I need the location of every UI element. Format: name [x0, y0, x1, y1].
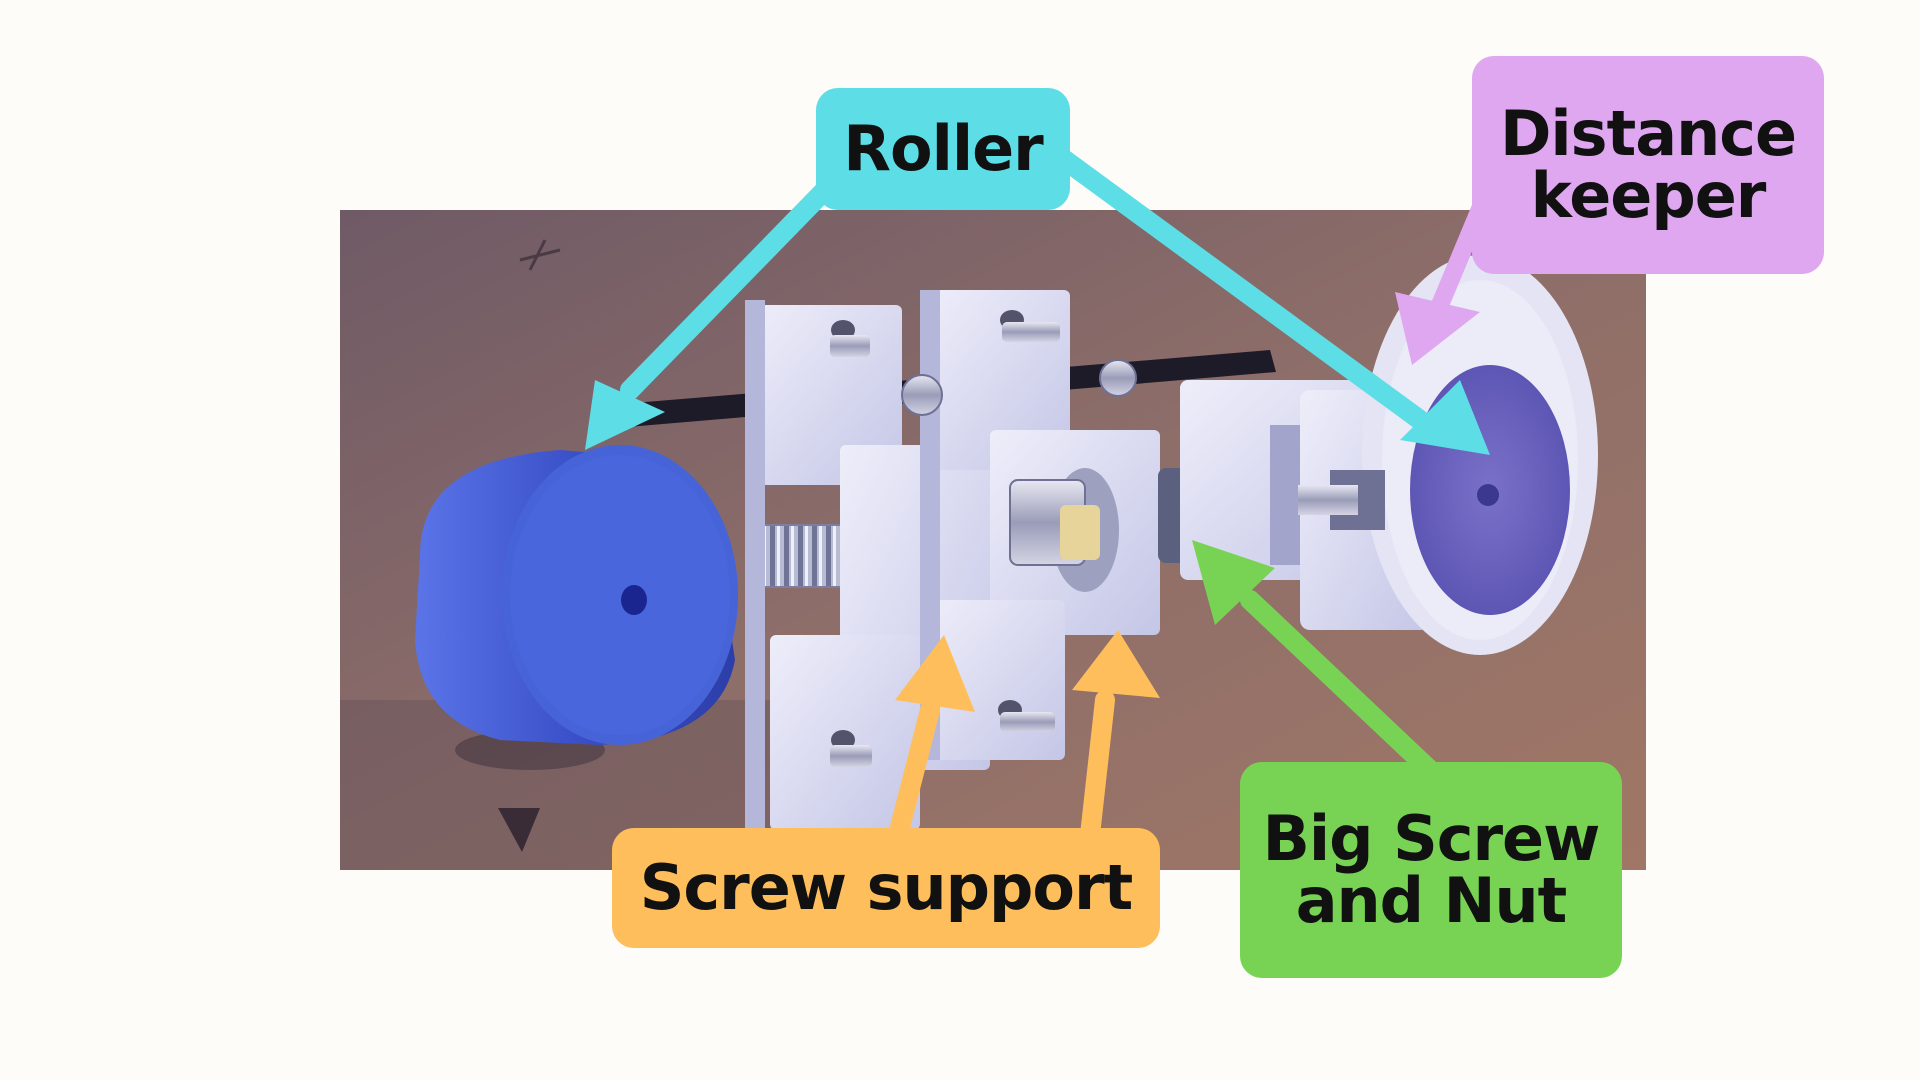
arrow-screw-support-right	[1072, 630, 1160, 845]
arrow-roller-right	[1055, 150, 1490, 455]
arrow-roller-left	[585, 180, 835, 450]
set-bolt	[1099, 359, 1137, 397]
callout-distance-keeper-line1: Distance	[1499, 97, 1797, 170]
callout-big-screw-line2: and Nut	[1295, 864, 1568, 937]
arrow-big-screw	[1192, 540, 1440, 780]
callout-screw-support: Screw support	[612, 828, 1160, 948]
board-mark	[498, 808, 540, 852]
screw-support-left	[745, 300, 990, 830]
blue-roller	[415, 445, 738, 770]
callout-big-screw-line1: Big Screw	[1262, 802, 1601, 875]
set-bolt	[901, 374, 943, 416]
callout-big-screw-and-nut: Big Screw and Nut	[1240, 762, 1622, 978]
callout-roller: Roller	[816, 88, 1070, 210]
board-scratch	[519, 239, 561, 271]
callout-screw-support-text: Screw support	[639, 851, 1134, 924]
callout-roller-text: Roller	[843, 112, 1043, 185]
callout-distance-keeper-line2: keeper	[1530, 159, 1767, 232]
callout-distance-keeper: Distance keeper	[1472, 56, 1824, 274]
arrow-screw-support-left	[888, 635, 975, 845]
